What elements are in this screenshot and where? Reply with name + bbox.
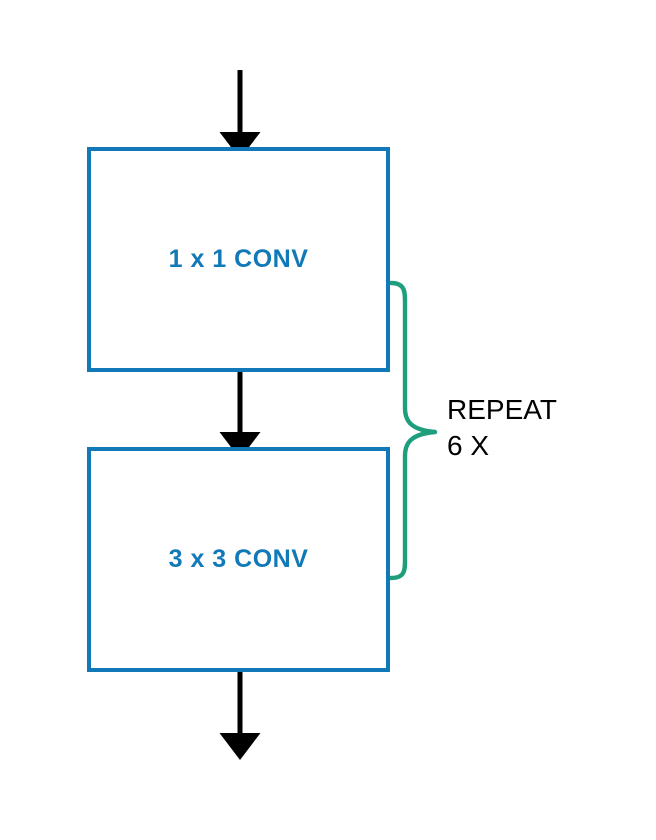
block-conv-3x3[interactable]: 3 x 3 CONV	[87, 447, 390, 672]
repeat-annotation-line2: 6 X	[447, 430, 490, 461]
repeat-annotation-line1: REPEAT	[447, 394, 557, 425]
block-conv-3x3-label: 3 x 3 CONV	[168, 545, 309, 573]
block-conv-1x1[interactable]: 1 x 1 CONV	[87, 147, 390, 372]
block-conv-1x1-label: 1 x 1 CONV	[168, 245, 309, 273]
repeat-brace-icon	[388, 280, 438, 581]
repeat-annotation: REPEAT 6 X	[447, 392, 637, 464]
